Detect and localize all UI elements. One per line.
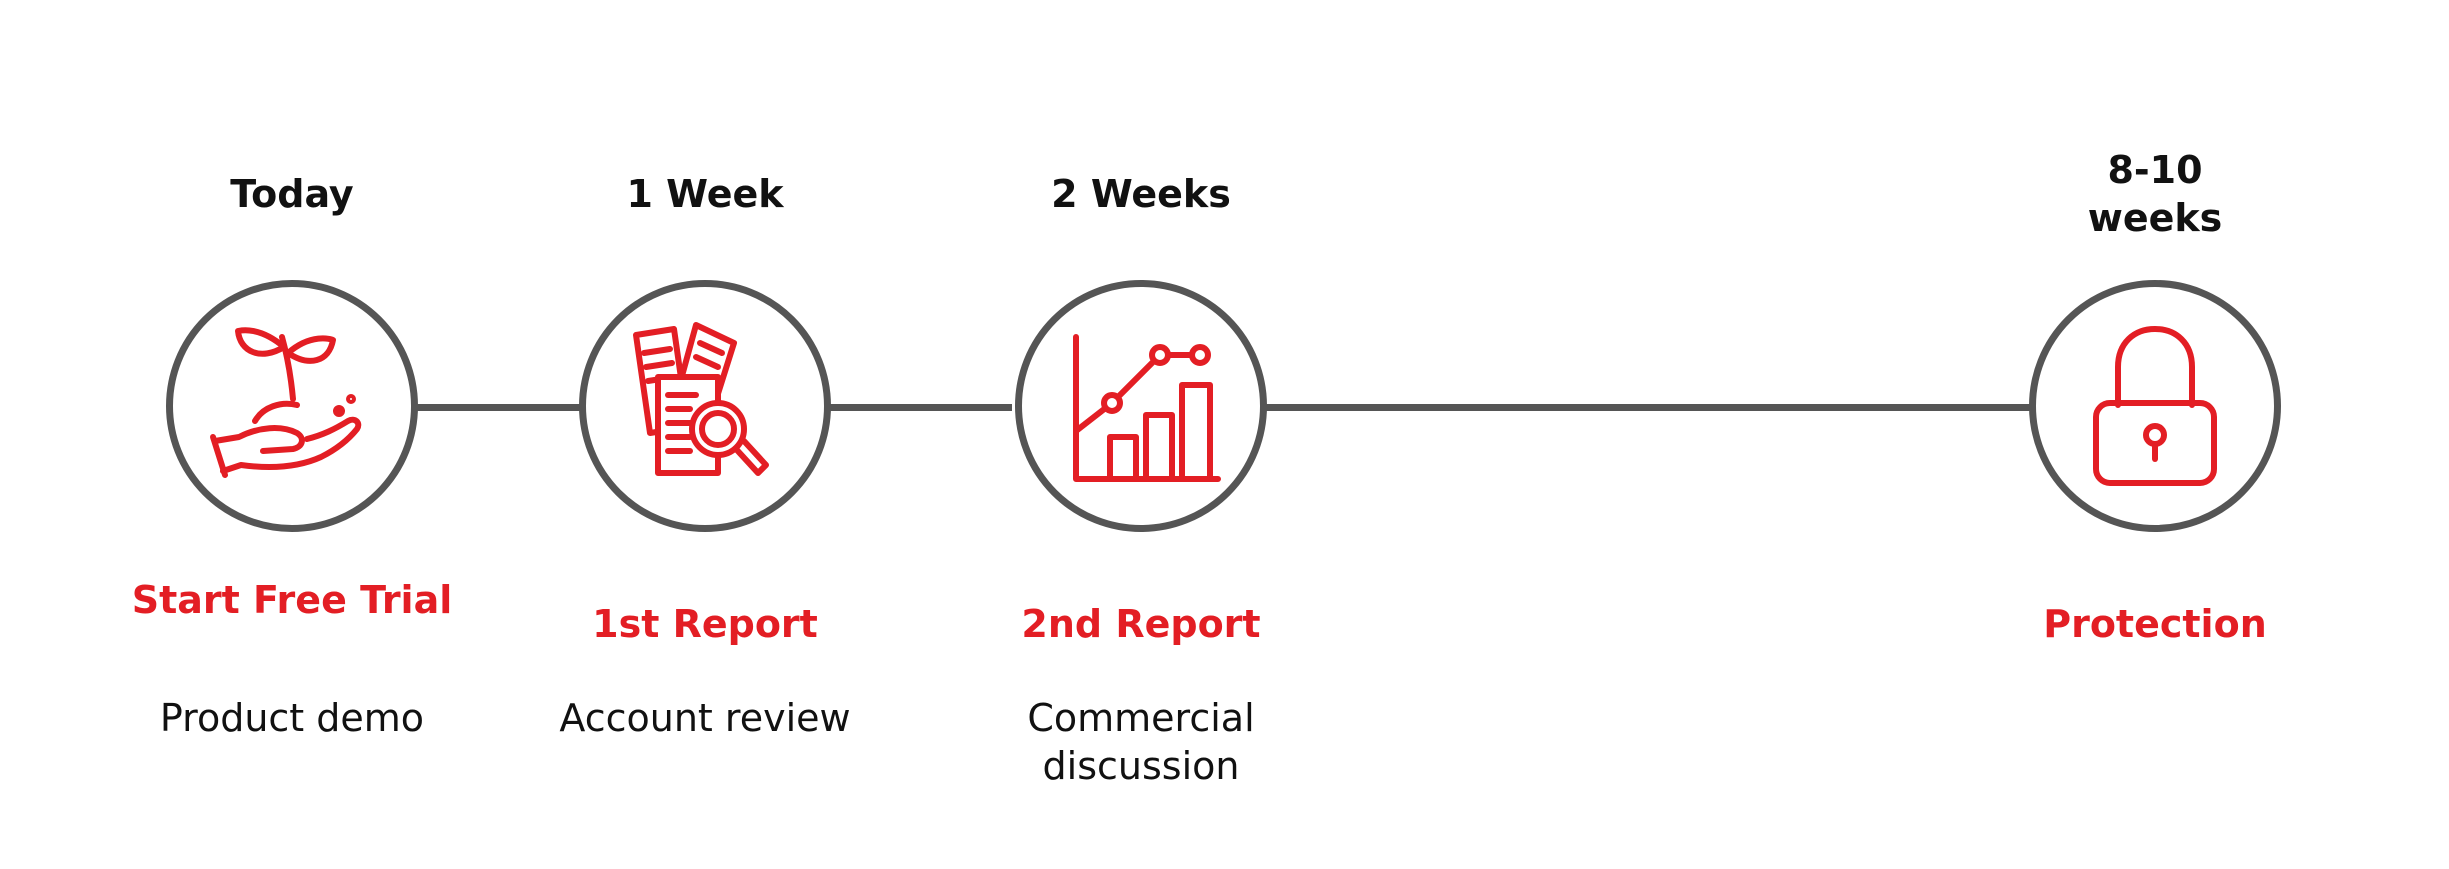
step-circle bbox=[579, 280, 831, 532]
step-circle bbox=[166, 280, 418, 532]
timeline-step-today: Today Start Free Trial Product demo bbox=[82, 0, 502, 869]
step-circle bbox=[1015, 280, 1267, 532]
step-title: Start Free Trial bbox=[131, 578, 453, 622]
step-title: 2nd Report bbox=[1021, 602, 1261, 646]
padlock-icon bbox=[2093, 326, 2217, 486]
step-header: 1 Week bbox=[626, 172, 784, 216]
documents-search-icon bbox=[633, 322, 769, 476]
step-header: Today bbox=[230, 172, 354, 216]
step-circle bbox=[2029, 280, 2281, 532]
connector-line bbox=[416, 404, 580, 411]
step-description: Product demo bbox=[159, 696, 425, 740]
timeline-step-2-weeks: 2 Weeks 2nd Report Commercial discussion bbox=[931, 0, 1351, 869]
step-description: Commercial discussion bbox=[1027, 696, 1255, 788]
step-header: 8-10 weeks bbox=[2087, 148, 2223, 240]
step-title: Protection bbox=[2043, 602, 2267, 646]
timeline-step-1-week: 1 Week 1st Report Accoun bbox=[495, 0, 915, 869]
timeline-step-8-10-weeks: 8-10 weeks Protection bbox=[1945, 0, 2365, 869]
step-description: Account review bbox=[559, 696, 851, 740]
step-header: 2 Weeks bbox=[1051, 172, 1231, 216]
bar-chart-icon bbox=[1073, 334, 1221, 482]
step-title: 1st Report bbox=[592, 602, 818, 646]
connector-line bbox=[1262, 404, 2030, 411]
hand-plant-icon bbox=[210, 327, 362, 478]
connector-line bbox=[828, 404, 1012, 411]
